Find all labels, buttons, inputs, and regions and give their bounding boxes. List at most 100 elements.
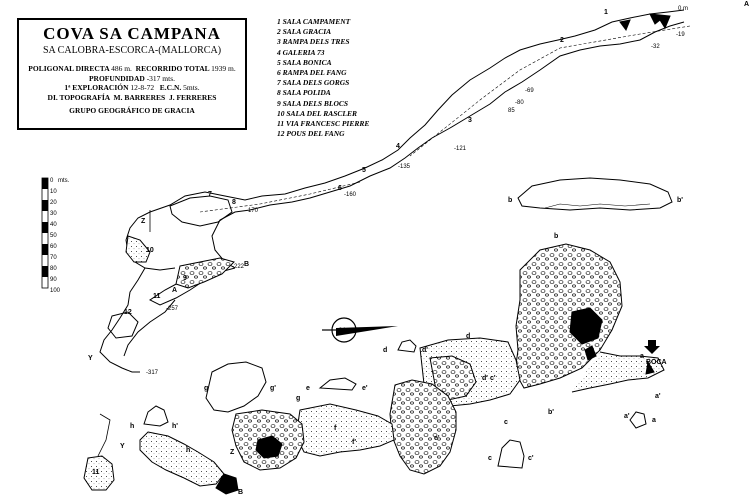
room-number-1: 1: [604, 9, 608, 16]
depth-257: -257: [166, 306, 179, 312]
label-a-sec2: a: [652, 417, 656, 424]
map-title: COVA SA CAMPANA: [43, 24, 221, 43]
north-letter: N: [339, 326, 346, 336]
survey-line-1: POLIGONAL DIRECTA 486 m. RECORRIDO TOTAL…: [19, 64, 245, 74]
label-d-plan: d: [466, 333, 470, 340]
ecn-value: 5mts.: [183, 83, 200, 92]
legend-item: 10 SALA DEL RASCLER: [277, 108, 357, 118]
room-number-11: 11: [153, 293, 161, 300]
label-e-sec: e: [306, 385, 310, 392]
recorrido-value: 1939 m.: [211, 64, 236, 73]
legend-item: 11 VIA FRANCESC PIERRE: [277, 119, 370, 129]
poligonal-value: 486 m.: [111, 64, 132, 73]
plan-chamber-e: [389, 379, 457, 475]
label-y-profile: Y: [88, 355, 93, 362]
depth-0: 0 m: [678, 6, 688, 12]
plan-black-pit: [569, 307, 603, 345]
section-d: [397, 339, 417, 353]
label-c-plan2: c: [504, 419, 508, 426]
label-e-prime-plan: e': [434, 435, 440, 442]
label-a-profile: A: [172, 287, 177, 294]
section-h: [143, 405, 169, 427]
scale-tick: 90: [50, 277, 57, 283]
section-b: [517, 177, 673, 211]
label-d-prime-sec: d': [422, 347, 428, 354]
poligonal-label: POLIGONAL DIRECTA: [28, 64, 110, 73]
room-number-6: 6: [338, 185, 342, 192]
label-y-plan: Y: [120, 443, 125, 450]
room-legend: 1 SALA CAMPAMENT 2 SALA GRACIA 3 RAMPA D…: [277, 17, 397, 139]
ecn-label: E.C.N.: [159, 83, 182, 92]
label-d-sec: d: [383, 347, 387, 354]
profundidad-value: -317 mts.: [146, 73, 176, 83]
label-a-top: A: [744, 1, 749, 8]
label-h-plan: h: [186, 447, 190, 454]
label-a-plan: a: [640, 353, 644, 360]
plan-passage-h: [139, 431, 225, 487]
depth-80: -80: [515, 100, 524, 106]
legend-item: 5 SALA BONICA: [277, 57, 332, 67]
label-g-plan: g: [296, 395, 300, 402]
scale-tick: 100: [50, 288, 61, 294]
section-e: [318, 377, 357, 391]
profile-labels: 0 m -19 -32 -69 -80 85 -121 -135 -160 17…: [88, 1, 749, 376]
label-c-sec: c: [488, 455, 492, 462]
location-text: SA CALOBRA-ESCORCA-(MALLORCA): [42, 45, 222, 56]
entrance-arrow-icon: [644, 340, 660, 354]
room-number-12: 12: [124, 309, 132, 316]
survey-line-3: 1ª EXPLORACIÓN 12-8-72 E.C.N. 5mts.: [19, 83, 245, 93]
topografia-label: DI. TOPOGRAFÍA: [47, 92, 110, 102]
cave-plan: [83, 243, 665, 495]
legend-item: 1 SALA CAMPAMENT: [277, 17, 351, 26]
exploracion-label: 1ª EXPLORACIÓN: [64, 83, 129, 92]
recorrido-label: RECORRIDO TOTAL: [135, 64, 210, 73]
scale-tick: 40: [50, 222, 57, 228]
label-b-profile: B: [244, 261, 249, 268]
label-a-prime-plan: a': [655, 393, 661, 400]
plan-black-shaft: [255, 435, 283, 459]
room-number-8: 8: [232, 199, 236, 206]
cave-profile: [99, 9, 691, 373]
plan-chamber-g: [205, 361, 267, 413]
group-name: GRUPO GEOGRÁFICO DE GRACIA: [69, 106, 195, 115]
scale-tick: 20: [50, 200, 57, 206]
depth-32: -32: [651, 44, 660, 50]
room-7-outline: [169, 195, 233, 227]
label-b: b: [508, 197, 512, 204]
label-g-sec: g: [204, 385, 208, 392]
section-c: [497, 439, 525, 469]
section-a: [629, 411, 647, 429]
plan-entrance-passage: [571, 351, 665, 393]
depth-19: -19: [676, 32, 685, 38]
depth-160: -160: [344, 192, 357, 198]
survey-line-2: PROFUNDIDAD -317 mts.: [19, 74, 245, 84]
depth-121: -121: [454, 146, 467, 152]
room-12-outline: [107, 311, 139, 339]
label-z-plan: Z: [230, 449, 235, 456]
depth-170: 170: [248, 208, 259, 214]
legend-item: 6 RAMPA DEL FANG: [277, 68, 347, 78]
entrance-rock: [649, 13, 671, 30]
plan-chamber-11: [83, 455, 115, 491]
scale-tick: 30: [50, 211, 57, 217]
room-number-5: 5: [362, 167, 366, 174]
scale-tick: 60: [50, 244, 57, 250]
depth-317: -317: [146, 370, 159, 376]
label-g-prime-sec: g': [270, 385, 276, 392]
scale-tick: 10: [50, 189, 57, 195]
label-d-c: d': [482, 375, 488, 382]
label-b-prime-plan: b': [548, 409, 554, 416]
legend-item: 7 SALA DELS GORGS: [277, 78, 350, 88]
plan-labels: b b' b b' a a' a' a c c' d' c' d c d d' …: [92, 197, 683, 496]
room-number-10: 10: [146, 247, 154, 254]
label-a-sec: a': [624, 413, 630, 420]
room-9-outline: [175, 257, 235, 289]
room-number-7: 7: [208, 191, 212, 198]
legend-item: 8 SALA POLIDA: [277, 88, 331, 98]
depth-135: -135: [398, 164, 411, 170]
room-number-9: 9: [183, 275, 187, 282]
room-10-outline: [125, 235, 151, 263]
label-f-plan: f: [334, 425, 337, 432]
